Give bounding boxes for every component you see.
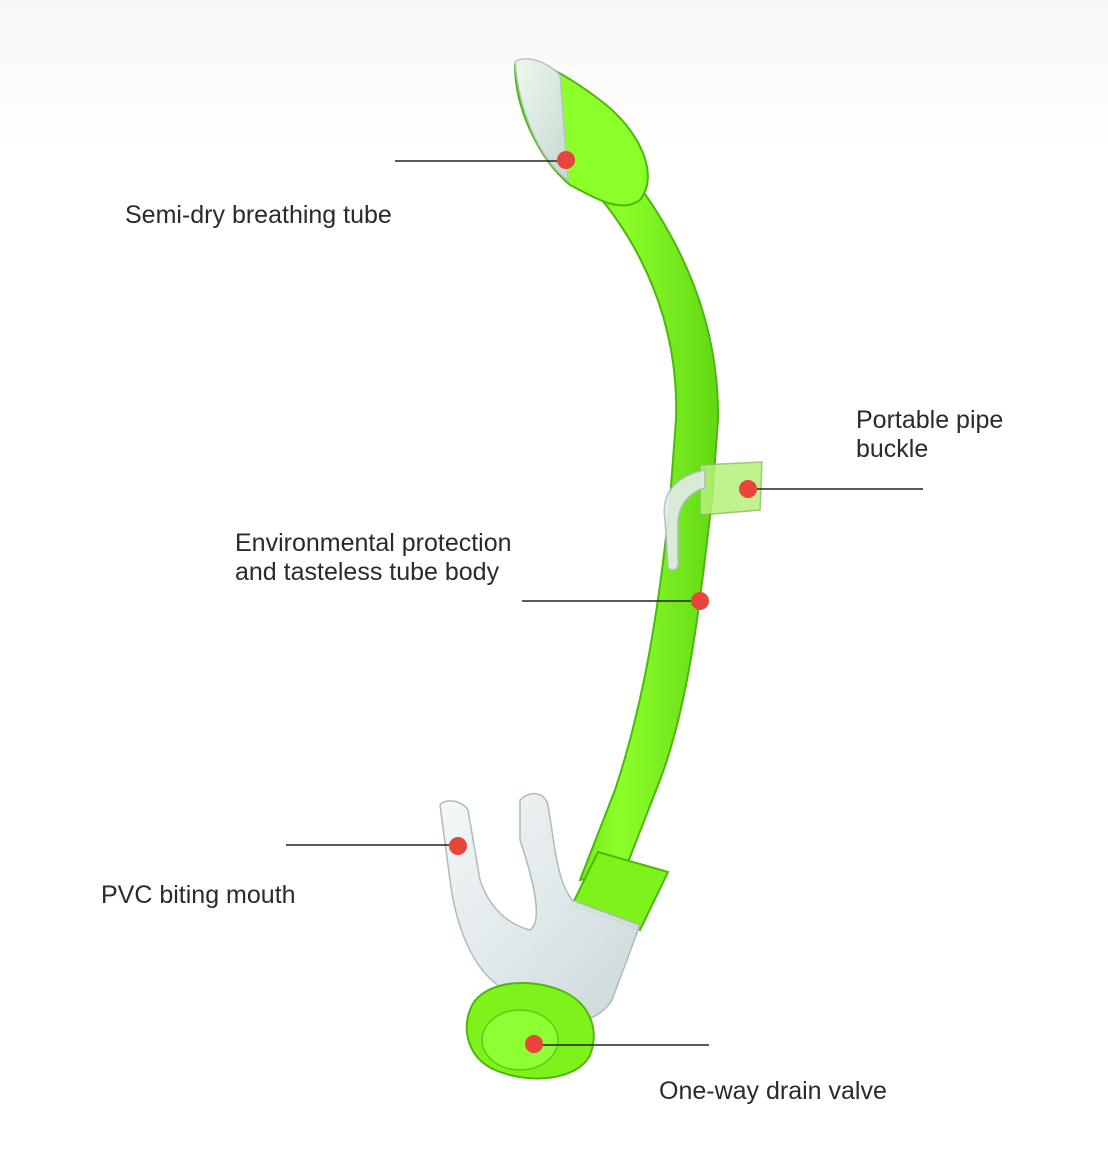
label-tube-body-line-2: and tasteless tube body bbox=[235, 558, 500, 586]
marker-tube-body bbox=[691, 592, 709, 610]
tube-body bbox=[538, 98, 720, 882]
label-breathing-tube: Semi-dry breathing tube bbox=[125, 201, 392, 230]
marker-drain-valve bbox=[525, 1035, 543, 1053]
label-biting-mouth-line-1: PVC biting mouth bbox=[101, 881, 296, 909]
label-pipe-buckle-line-1: Portable pipe bbox=[856, 406, 1004, 434]
label-drain-valve: One-way drain valve bbox=[659, 1077, 887, 1106]
marker-pipe-buckle bbox=[739, 480, 757, 498]
drain-valve-face bbox=[481, 1009, 559, 1071]
marker-biting-mouth bbox=[449, 837, 467, 855]
label-pipe-buckle-line-2: buckle bbox=[856, 435, 929, 463]
label-tube-body-line-1: Environmental protection bbox=[235, 529, 512, 557]
marker-breathing-tube bbox=[557, 151, 575, 169]
label-breathing-tube-line-1: Semi-dry breathing tube bbox=[125, 201, 392, 229]
label-pipe-buckle: Portable pipe buckle bbox=[856, 406, 1003, 464]
clear-top-cap bbox=[514, 58, 569, 182]
buckle-clip bbox=[663, 469, 706, 571]
pipe-buckle bbox=[699, 461, 763, 516]
label-biting-mouth: PVC biting mouth bbox=[101, 881, 296, 910]
label-tube-body: Environmental protection and tasteless t… bbox=[235, 529, 512, 587]
label-drain-valve-line-1: One-way drain valve bbox=[659, 1077, 887, 1105]
